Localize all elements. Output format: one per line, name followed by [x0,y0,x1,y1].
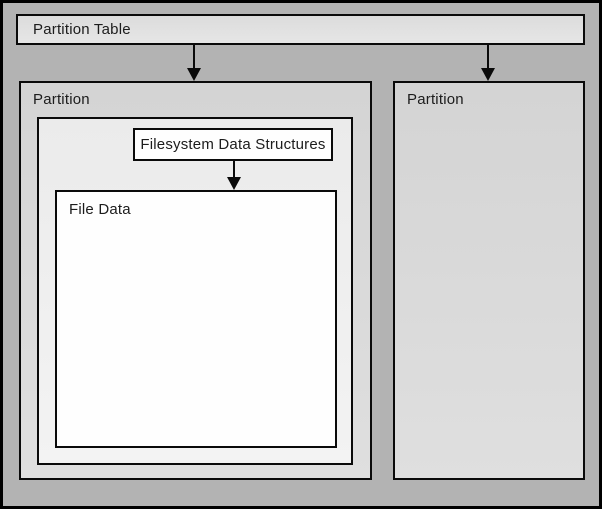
arrow-head [481,68,495,81]
partition-table-box: Partition Table [16,14,585,45]
arrow-down-icon [227,161,241,190]
partition-table-label: Partition Table [33,21,131,38]
filesystem-data-structures-box: Filesystem Data Structures [133,128,333,161]
arrow-shaft [233,161,235,180]
arrow-head [227,177,241,190]
arrow-shaft [193,45,195,71]
arrow-down-icon [481,45,495,81]
file-data-label: File Data [69,201,131,218]
partition-label: Partition [33,91,90,108]
arrow-down-icon [187,45,201,81]
arrow-head [187,68,201,81]
arrow-shaft [487,45,489,71]
partition-box-right: Partition [393,81,585,480]
partition-label: Partition [407,91,464,108]
file-data-box: File Data [55,190,337,448]
filesystem-data-structures-label: Filesystem Data Structures [140,136,326,153]
